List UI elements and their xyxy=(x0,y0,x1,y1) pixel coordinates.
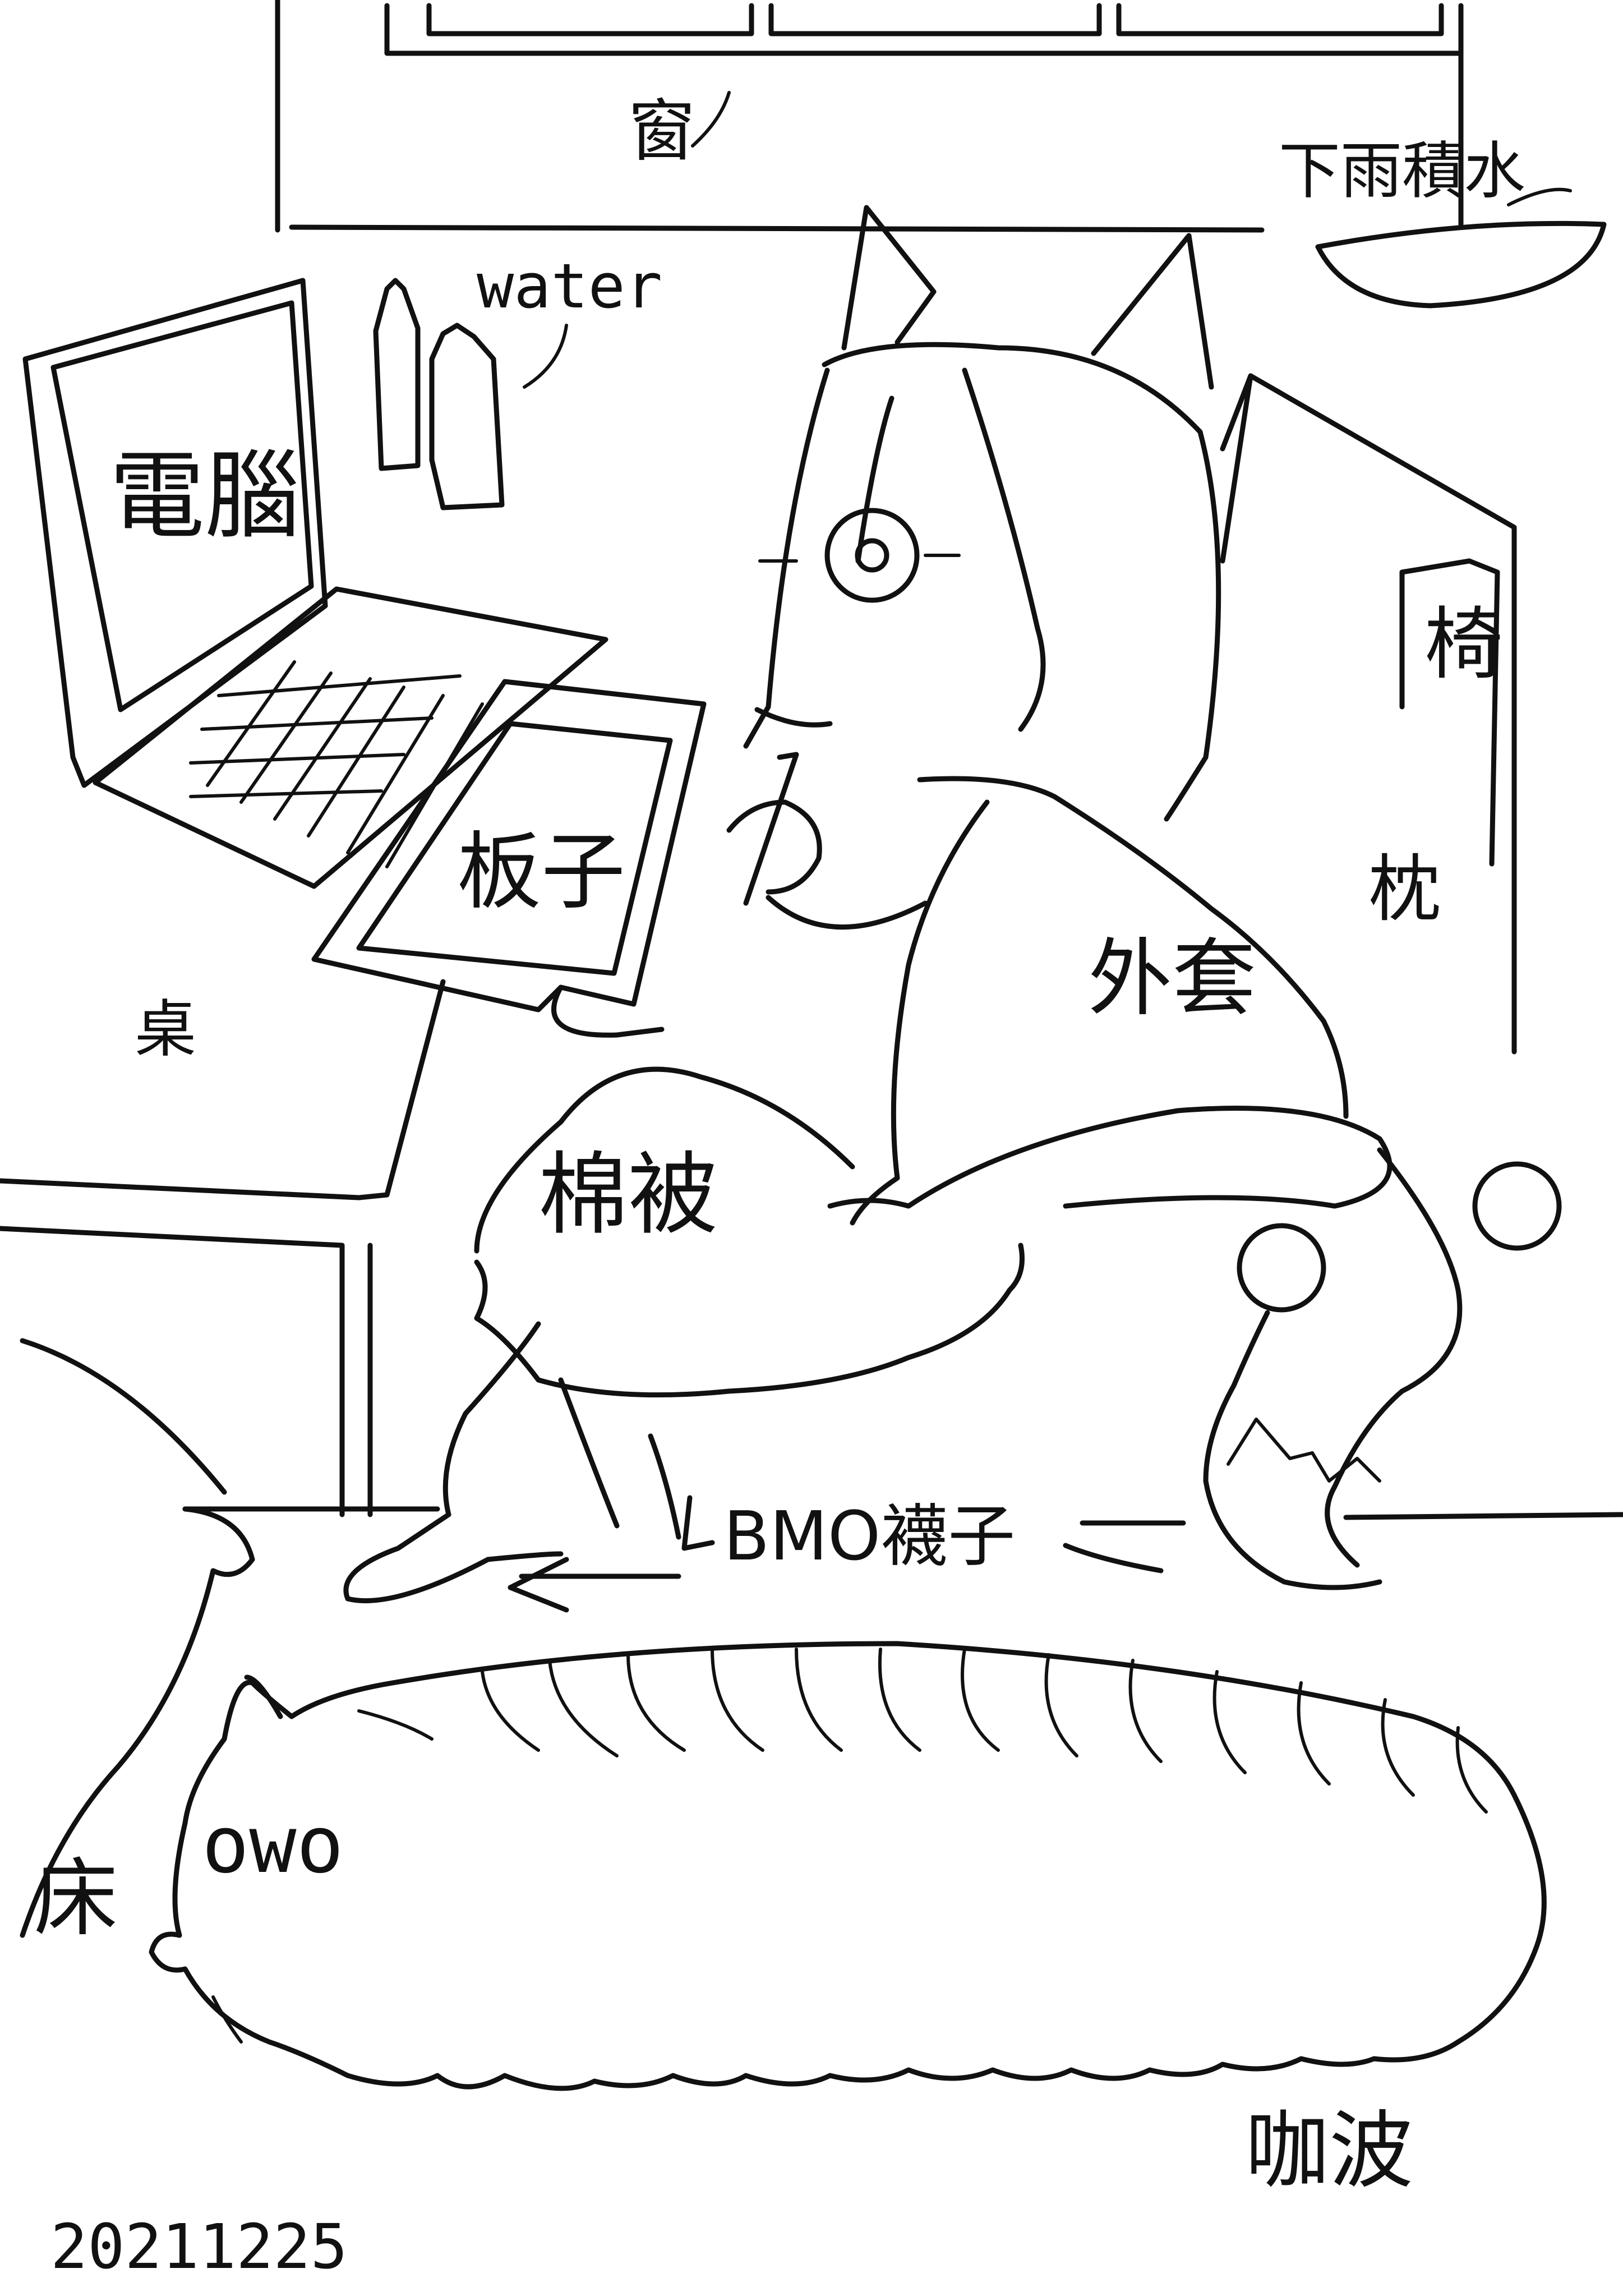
drawing-tablet-drawing xyxy=(311,679,707,1038)
chair-label: 椅 xyxy=(1424,599,1504,691)
plush-face-label: owo xyxy=(202,1800,344,1891)
desk-drawing xyxy=(0,979,446,1517)
date-label: 20211225 xyxy=(50,2211,348,2283)
chair-drawing xyxy=(1220,373,1517,1055)
plush-cat-drawing xyxy=(149,1641,1547,2091)
water-bottles-drawing xyxy=(373,278,568,510)
window-label: 窗 xyxy=(628,93,695,171)
bed-drawing xyxy=(20,1338,1623,1938)
laptop-drawing xyxy=(22,278,608,889)
plush-label: 咖波 xyxy=(1245,2102,1414,2200)
computer-label: 電腦 xyxy=(109,441,301,552)
water-label: water xyxy=(477,250,663,322)
socks-label: BMO襪子 xyxy=(723,1498,1016,1576)
desk-label: 桌 xyxy=(135,993,196,1065)
rain-water-label: 下雨積水 xyxy=(1279,135,1525,207)
character-drawing xyxy=(343,205,1562,1604)
bed-label: 床 xyxy=(34,1850,118,1948)
window-drawing xyxy=(275,0,1464,233)
water-bowl-drawing xyxy=(1315,187,1607,309)
pillow-label: 枕 xyxy=(1368,846,1442,932)
quilt-label: 棉被 xyxy=(538,1142,718,1247)
tablet-label: 板子 xyxy=(457,823,626,921)
coat-label: 外套 xyxy=(1088,930,1257,1028)
